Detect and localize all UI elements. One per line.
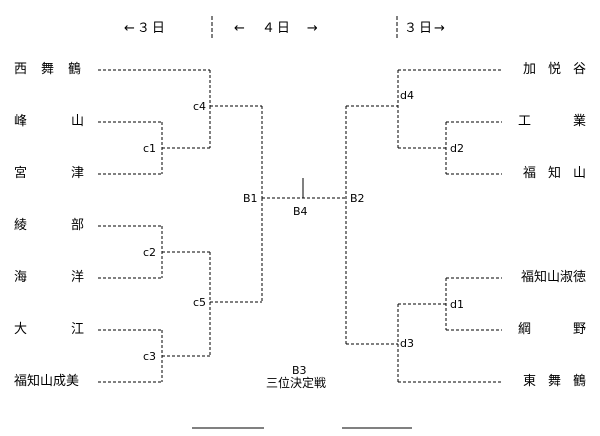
header-day-right: ３日→ [404, 21, 447, 36]
match-label-b1: B1 [243, 192, 258, 205]
match-label-b2: B2 [350, 192, 365, 205]
team-left-6: 大江 [14, 322, 129, 337]
team-left-1: 西舞鶴 [14, 62, 96, 77]
team-right-2: 工業 [517, 114, 586, 129]
team-left-7: 福知山成美 [14, 374, 80, 389]
match-label-d4: d4 [400, 89, 414, 102]
third-place-code: B3 [292, 364, 307, 377]
header-day-center: ← ４日 → [234, 21, 320, 36]
match-label-c5: c5 [193, 296, 207, 309]
third-place-label: 三位決定戦 [266, 376, 327, 390]
team-right-5: 綱野 [517, 322, 586, 337]
match-label-d2: d2 [450, 142, 464, 155]
team-left-2: 峰山 [14, 114, 129, 129]
team-right-3: 福知山 [522, 166, 598, 181]
match-label-c2: c2 [143, 246, 157, 259]
match-label-c3: c3 [143, 350, 157, 363]
team-left-3: 宮津 [14, 166, 129, 181]
header-day-left: ←３日 [124, 21, 167, 36]
team-right-1: 加悦谷 [522, 62, 598, 77]
match-label-b4: B4 [293, 205, 308, 218]
match-label-c1: c1 [143, 142, 157, 155]
match-label-d3: d3 [400, 337, 414, 350]
team-right-4: 福知山淑徳 [520, 270, 586, 285]
match-label-d1: d1 [450, 298, 464, 311]
team-right-6: 東舞鶴 [522, 374, 598, 389]
team-left-5: 海洋 [14, 270, 129, 285]
team-left-4: 綾部 [14, 218, 129, 233]
match-label-c4: c4 [193, 100, 207, 113]
